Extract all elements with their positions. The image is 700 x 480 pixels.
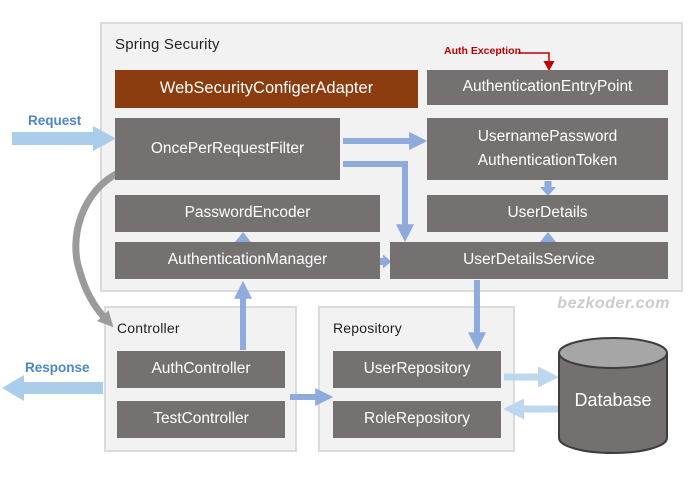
auth-exception-arrowhead [543, 61, 555, 71]
filter-to-userdetailsservice-arrow [343, 161, 414, 243]
node-password-encoder: PasswordEncoder [115, 195, 380, 232]
authmanager-to-userdetailsservice-arrow [377, 254, 392, 269]
userdetailsservice-to-userdetails-arrow [540, 232, 556, 242]
node-once-per-request-filter: OncePerRequestFilter [115, 118, 340, 180]
request-arrow [12, 126, 116, 151]
database-cylinder [558, 337, 668, 454]
node-role-repository: RoleRepository [333, 401, 501, 438]
filter-to-controller-curve-arrow [72, 168, 122, 328]
node-authentication-entry-point: AuthenticationEntryPoint [427, 70, 668, 105]
auth-exception-label: Auth Exception [444, 45, 522, 57]
repository-title: Repository [333, 320, 402, 336]
request-label: Request [28, 113, 82, 128]
response-arrow [2, 375, 103, 401]
token-to-userdetails-arrow [540, 181, 556, 196]
node-web-security-configer-adapter: WebSecurityConfigerAdapter [115, 70, 418, 108]
node-username-password-authentication-token: UsernamePassword AuthenticationToken [427, 118, 668, 180]
node-user-details: UserDetails [427, 195, 668, 232]
node-test-controller: TestController [117, 401, 285, 438]
node-user-repository: UserRepository [333, 351, 501, 388]
watermark: bezkoder.com [557, 295, 670, 312]
node-auth-controller: AuthController [117, 351, 285, 388]
database-label: Database [574, 390, 652, 410]
controller-title: Controller [117, 320, 180, 336]
auth-exception-arrow [518, 52, 550, 62]
node-authentication-manager: AuthenticationManager [115, 242, 380, 279]
response-label: Response [25, 360, 90, 375]
node-user-details-service: UserDetailsService [390, 242, 668, 279]
spring-security-title: Spring Security [115, 36, 220, 53]
authmanager-to-passwordencoder-arrow [235, 232, 251, 242]
